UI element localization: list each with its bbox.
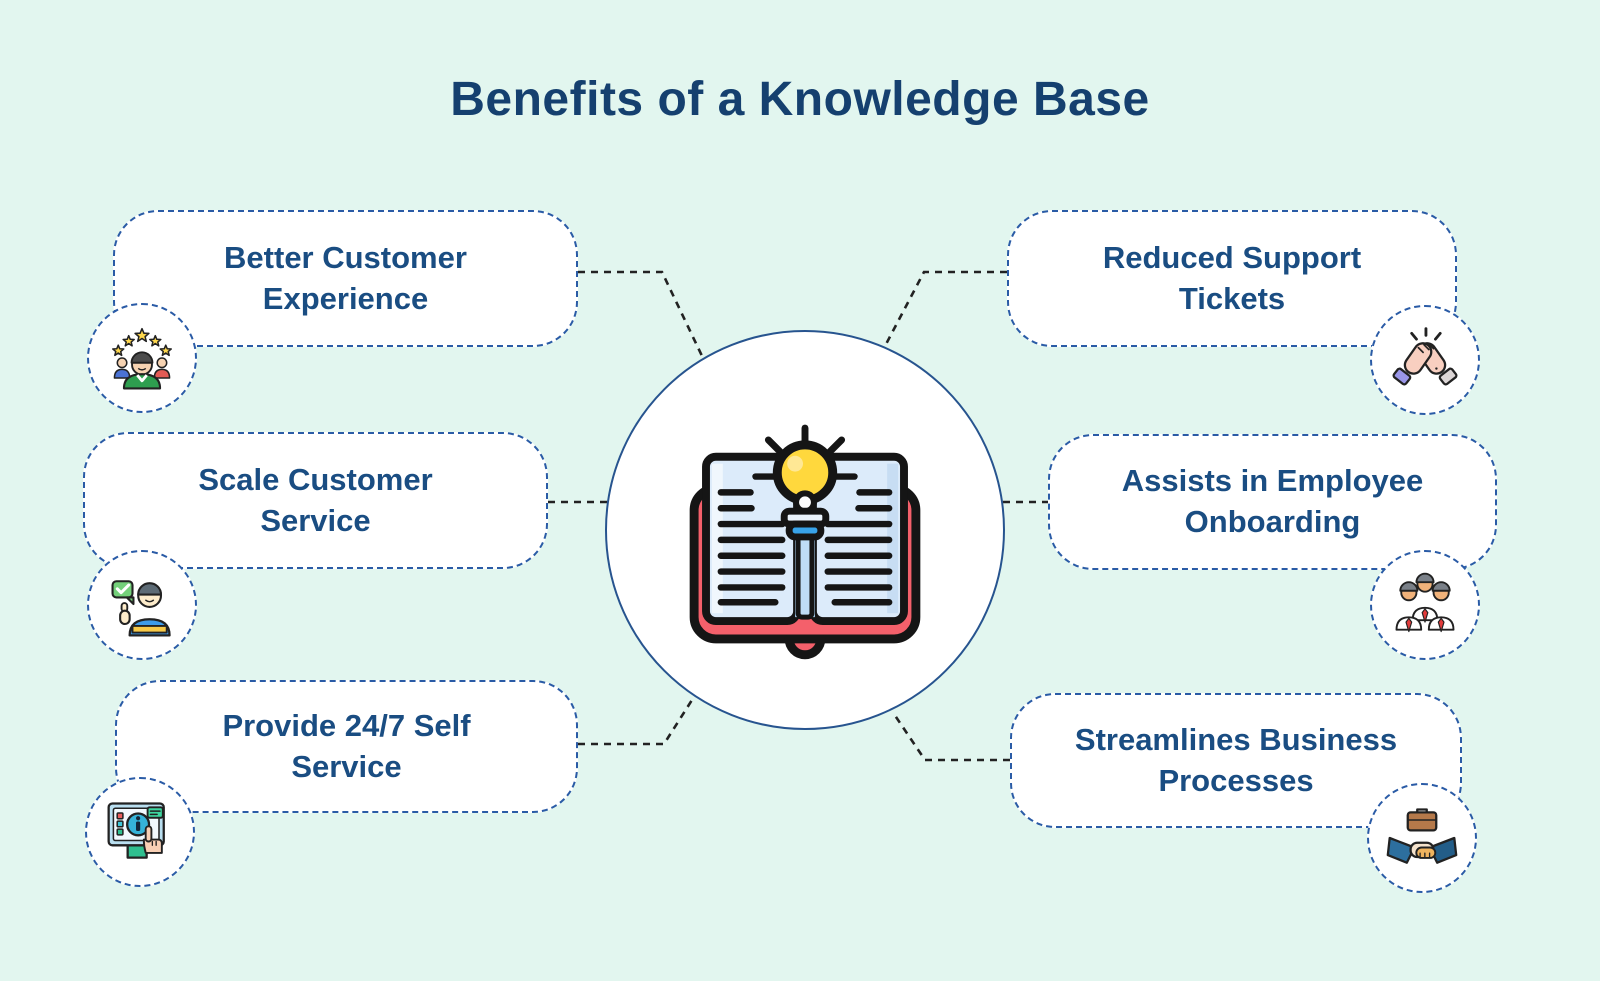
benefit-label: Provide 24/7 Self Service [222,707,471,784]
benefit-label: Better Customer Experience [224,239,467,316]
knowledge-base-center-circle [605,330,1005,730]
benefit-label: Assists in Employee Onboarding [1121,463,1424,539]
benefit-icon-circle [1367,783,1477,893]
high-five-icon [1392,327,1458,386]
benefit-icon-circle [87,303,197,413]
support-agent-icon [111,580,171,637]
employees-icon [1395,572,1455,633]
benefit-card-provide-24-7-self-service: Provide 24/7 Self Service [115,680,578,813]
benefit-label: Streamlines Business Processes [1074,721,1398,798]
benefit-icon-circle [1370,305,1480,415]
customer-rating-icon [111,327,173,390]
benefit-label: Reduced Support Tickets [1102,239,1362,316]
open-book-lightbulb-icon [689,424,921,660]
benefit-card-assists-employee-onboarding: Assists in Employee Onboarding [1048,434,1497,570]
self-service-screen-icon [107,802,165,859]
benefit-icon-circle [85,777,195,887]
benefit-icon-circle [1370,550,1480,660]
handshake-icon [1386,808,1458,864]
benefit-card-better-customer-experience: Better Customer Experience [113,210,578,347]
benefit-label: Scale Customer Service [198,461,433,538]
page-title: Benefits of a Knowledge Base [450,73,1150,126]
benefit-card-scale-customer-service: Scale Customer Service [83,432,548,569]
benefit-icon-circle [87,550,197,660]
